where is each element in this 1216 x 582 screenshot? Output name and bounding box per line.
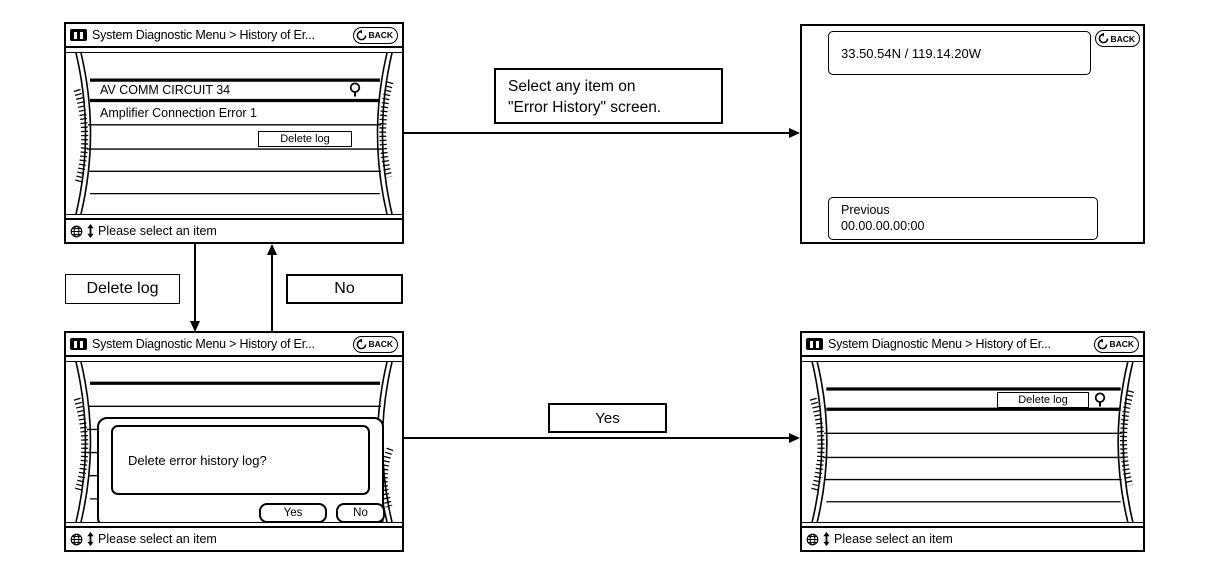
arrow-no-head <box>267 244 277 255</box>
updown-arrow-icon <box>87 532 94 546</box>
note-line-2: "Error History" screen. <box>508 99 662 116</box>
screen-error-history: System Diagnostic Menu > History of Er..… <box>64 22 404 244</box>
arrow-select-item-line <box>404 132 791 134</box>
status-bar: Please select an item <box>66 218 402 242</box>
note-line-1: Select any item on <box>508 78 636 95</box>
status-bar: Please select an item <box>802 526 1143 550</box>
yes-button[interactable]: Yes <box>259 503 327 522</box>
status-text: Please select an item <box>834 532 953 546</box>
dial-icon <box>1094 392 1106 407</box>
return-arrow-icon <box>1099 33 1109 44</box>
panel-decoration <box>73 53 394 214</box>
arrow-yes-line <box>404 437 791 439</box>
delete-confirm-dialog: Delete error history log? Yes No <box>97 417 385 522</box>
arrow-delete-log-line <box>194 244 196 323</box>
globe-icon <box>70 533 83 545</box>
dialog-message: Delete error history log? <box>128 453 267 468</box>
previous-time: 00.00.00.00:00 <box>841 219 925 233</box>
back-button[interactable]: BACK <box>1094 335 1139 353</box>
label-delete-log: Delete log <box>65 274 180 304</box>
screen-delete-confirm: System Diagnostic Menu > History of Er..… <box>64 331 404 552</box>
back-label: BACK <box>368 30 393 40</box>
panel-decoration <box>809 362 1135 522</box>
return-arrow-icon <box>357 338 367 349</box>
coordinates-value: 33.50.54N / 119.14.20W <box>841 45 981 61</box>
arrow-yes-head <box>789 433 800 443</box>
display-icon <box>70 29 87 41</box>
display-icon <box>70 338 87 350</box>
error-description-row[interactable]: Amplifier Connection Error 1 <box>100 106 258 120</box>
title-bar: System Diagnostic Menu > History of Er..… <box>66 333 402 357</box>
list-body: Delete log <box>802 361 1143 523</box>
label-no: No <box>286 274 403 304</box>
title-bar: System Diagnostic Menu > History of Er..… <box>802 333 1143 357</box>
globe-icon <box>70 225 83 237</box>
screen-title: System Diagnostic Menu > History of Er..… <box>92 28 315 42</box>
arrow-no-line <box>271 254 273 331</box>
coordinates-box: 33.50.54N / 119.14.20W <box>828 31 1091 75</box>
label-yes: Yes <box>548 403 667 433</box>
display-icon <box>806 338 823 350</box>
back-label: BACK <box>1110 33 1135 44</box>
dialog-message-frame <box>111 425 370 495</box>
title-bar: System Diagnostic Menu > History of Er..… <box>66 24 402 48</box>
delete-log-button[interactable]: Delete log <box>997 392 1089 408</box>
updown-arrow-icon <box>823 532 830 546</box>
delete-log-button[interactable]: Delete log <box>258 131 352 147</box>
updown-arrow-icon <box>87 224 94 238</box>
list-body: Delete error history log? Yes No <box>66 361 402 523</box>
back-button[interactable]: BACK <box>1095 30 1140 47</box>
back-button[interactable]: BACK <box>353 335 398 353</box>
arrow-delete-log-head <box>190 321 200 332</box>
screen-error-detail: BACK 33.50.54N / 119.14.20W Previous 00.… <box>800 24 1145 244</box>
return-arrow-icon <box>1098 338 1108 349</box>
previous-box: Previous 00.00.00.00:00 <box>828 197 1098 240</box>
list-body: AV COMM CIRCUIT 34 Amplifier Connection … <box>66 52 402 215</box>
back-button[interactable]: BACK <box>353 26 398 44</box>
note-select-item: Select any item on "Error History" scree… <box>494 68 723 124</box>
back-label: BACK <box>1109 339 1134 349</box>
arrow-select-item-head <box>789 128 800 138</box>
back-label: BACK <box>368 339 393 349</box>
screen-title: System Diagnostic Menu > History of Er..… <box>92 337 315 351</box>
dial-icon <box>349 82 361 97</box>
status-text: Please select an item <box>98 224 217 238</box>
status-bar: Please select an item <box>66 526 402 550</box>
no-button[interactable]: No <box>336 503 385 522</box>
return-arrow-icon <box>357 29 367 40</box>
status-text: Please select an item <box>98 532 217 546</box>
screen-after-delete: System Diagnostic Menu > History of Er..… <box>800 331 1145 552</box>
previous-label: Previous <box>841 203 890 217</box>
error-code-row[interactable]: AV COMM CIRCUIT 34 <box>100 83 231 97</box>
screen-title: System Diagnostic Menu > History of Er..… <box>828 337 1051 351</box>
globe-icon <box>806 533 819 545</box>
